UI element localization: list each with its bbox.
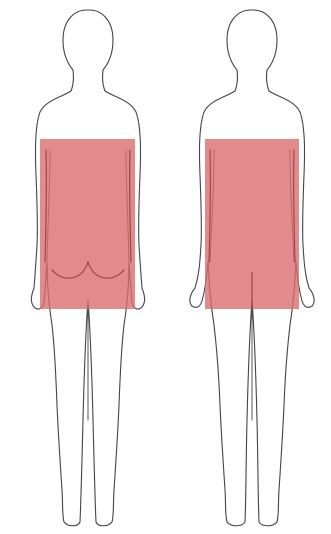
back-highlight-region (40, 139, 135, 309)
back-view-figure (31, 10, 144, 526)
front-view-figure (190, 10, 314, 526)
